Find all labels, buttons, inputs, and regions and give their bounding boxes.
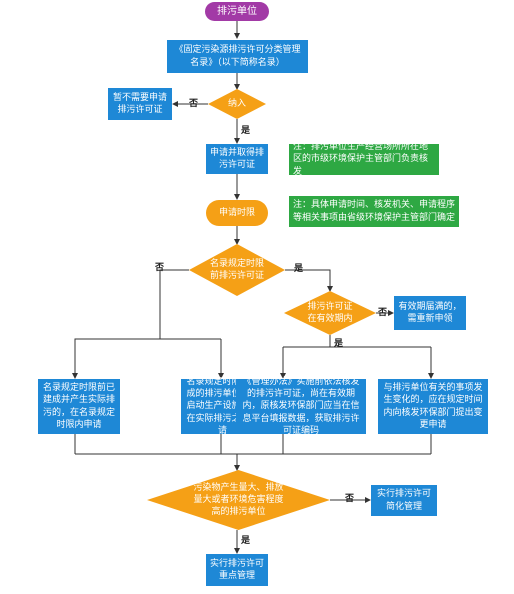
yes-label-deadline: 是 [294,264,304,274]
apply-time-node: 申请时限 [206,200,268,226]
expired-box: 有效期届满的，需重新申领 [394,296,466,330]
no-label-included: 否 [189,99,199,109]
key-management-box: 实行排污许可重点管理 [206,554,268,586]
apply-obtain-box: 申请并取得排污许可证 [206,144,268,174]
simplified-box: 实行排污许可简化管理 [371,485,437,516]
box-change-request: 与排污单位有关的事项发生变化的，应在规定时间内向核发环保部门提出变更申请 [378,379,488,434]
validity-decision-label: 排污许可证在有效期内 [307,301,353,324]
deadline-decision-label: 名录规定时限前排污许可证 [209,258,264,281]
no-label-deadline: 否 [155,263,165,273]
yes-label-validity: 是 [334,339,344,349]
box-built-before: 名录规定时限前已建成并产生实际排污的，在名录规定时限内申请 [38,379,120,434]
validity-decision: 排污许可证在有效期内 [284,291,376,335]
included-decision-label: 纳入 [227,98,246,109]
pollution-decision-label: 污染物产生量大、排放量大或者环境危害程度高的排污单位 [193,482,284,518]
pollution-decision: 污染物产生量大、排放量大或者环境危害程度高的排污单位 [147,470,330,530]
box-existing-permit: 《管理办法》实施前依法核发的排污许可证，尚在有效期内，原核发环保部门应当在信息平… [236,377,366,436]
start-node: 排污单位 [205,2,269,21]
included-diamond-shape [208,89,266,119]
deadline-diamond-shape [189,244,285,296]
no-need-box: 暂不需要申请排污许可证 [108,88,172,120]
catalog-box: 《固定污染源排污许可分类管理名录》（以下简称名录） [167,40,308,73]
validity-diamond-shape [284,291,376,335]
yes-label-pollution: 是 [241,536,251,546]
note-1: 注：排污单位生产经营场所所在地区的市级环境保护主管部门负责核发 [289,142,439,177]
note-2: 注：具体申请时间、核发机关、申请程序等相关事项由省级环境保护主管部门确定 [289,196,459,227]
yes-label-included: 是 [241,126,251,136]
pollution-diamond-shape [147,470,330,530]
no-label-validity: 否 [378,308,388,318]
included-decision: 纳入 [208,89,266,119]
deadline-decision: 名录规定时限前排污许可证 [189,244,285,296]
no-label-pollution: 否 [345,494,355,504]
